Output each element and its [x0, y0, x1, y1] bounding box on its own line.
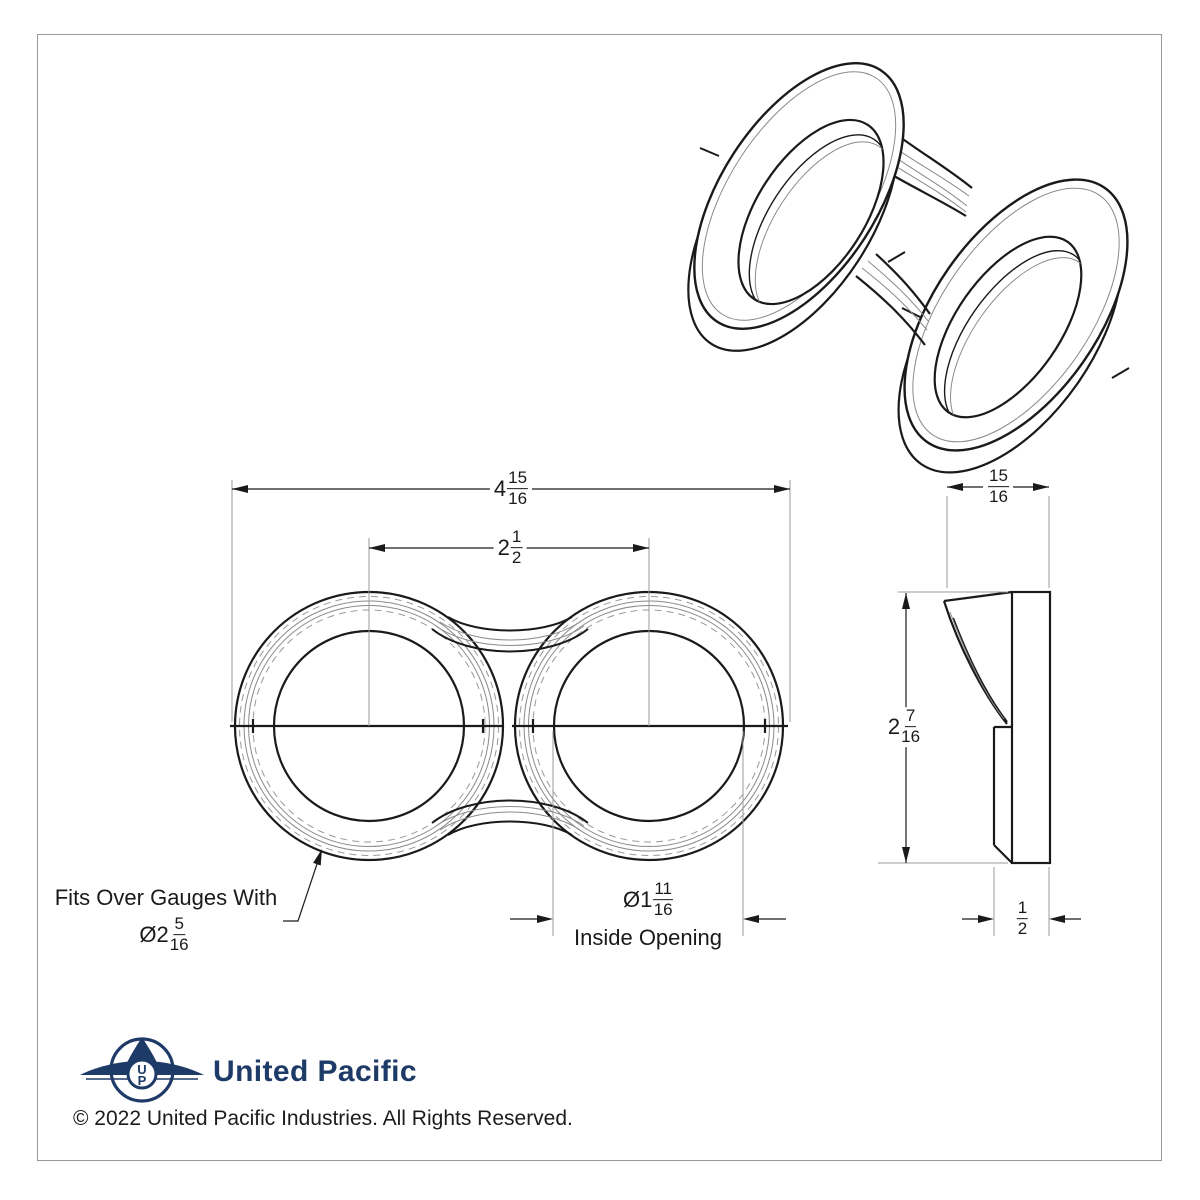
- united-pacific-logo: U P: [80, 1037, 204, 1103]
- iso-right-ring: [897, 178, 1130, 474]
- logo-monogram-p: P: [138, 1073, 147, 1088]
- drawing-border: [37, 34, 1162, 1161]
- front-view: [230, 590, 788, 862]
- side-view: [942, 590, 1052, 865]
- brand-wordmark: United Pacific: [213, 1055, 417, 1088]
- isometric-view: [687, 62, 1130, 474]
- front-split-line: [230, 719, 788, 733]
- dim-overall-width-whole: 4: [493, 476, 507, 501]
- logo-monogram-u: U: [137, 1062, 146, 1077]
- dimension-lines: [232, 483, 1081, 923]
- logo-wings: [80, 1061, 204, 1075]
- extension-lines: [231, 480, 1050, 936]
- inside-opening-caption: Inside Opening: [574, 925, 722, 950]
- front-web: [431, 616, 589, 836]
- iso-left-ring: [687, 62, 906, 352]
- copyright-text: © 2022 United Pacific Industries. All Ri…: [73, 1107, 573, 1130]
- gauge-fit-note: Fits Over Gauges With: [54, 885, 278, 910]
